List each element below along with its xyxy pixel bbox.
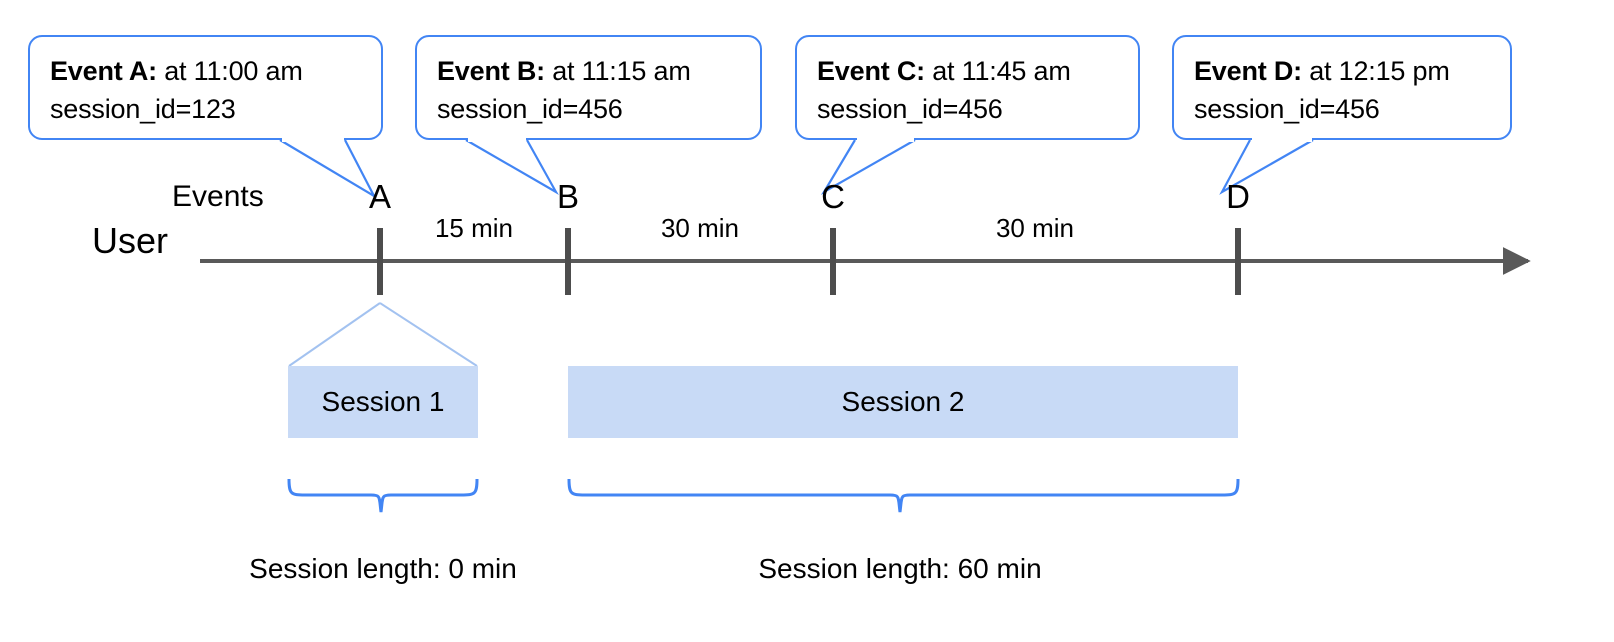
brace-session-1 — [287, 478, 479, 513]
callout-event-b-line1: Event B: at 11:15 am — [437, 56, 691, 86]
lane-label-user: User — [92, 220, 169, 261]
session-length-label-2: Session length: 60 min — [758, 553, 1042, 584]
callout-event-c-line2: session_id=456 — [817, 93, 1003, 124]
callout-event-b: Event B: at 11:15 am session_id=456 — [415, 35, 762, 140]
session-length-label-1: Session length: 0 min — [249, 553, 517, 584]
gap-label-a-b: 15 min — [434, 213, 514, 243]
callout-event-d-line1: Event D: at 12:15 pm — [1194, 56, 1450, 86]
callout-event-d-line2: session_id=456 — [1194, 93, 1380, 124]
tick-label-b: B — [556, 178, 579, 215]
session-bar-2-label: Session 2 — [841, 386, 965, 417]
callout-event-a: Event A: at 11:00 am session_id=123 — [28, 35, 383, 140]
session1-leader-left — [288, 302, 381, 367]
callout-event-c: Event C: at 11:45 am session_id=456 — [795, 35, 1140, 140]
callout-event-a-line2: session_id=123 — [50, 93, 236, 124]
tick-label-d: D — [1226, 178, 1250, 215]
tick-label-c: C — [821, 178, 845, 215]
gap-label-b-c: 30 min — [660, 213, 740, 243]
callout-event-d: Event D: at 12:15 pm session_id=456 — [1172, 35, 1512, 140]
callout-event-c-line1: Event C: at 11:45 am — [817, 56, 1071, 86]
lane-label-events: Events — [172, 180, 264, 213]
callout-event-b-line2: session_id=456 — [437, 93, 623, 124]
session-bar-2: Session 2 — [568, 366, 1238, 438]
session-bar-1-label: Session 1 — [321, 386, 445, 417]
brace-session-2 — [567, 478, 1240, 513]
callout-event-a-line1: Event A: at 11:00 am — [50, 56, 303, 86]
session-bar-1: Session 1 — [288, 366, 478, 438]
gap-label-c-d: 30 min — [995, 213, 1075, 243]
session1-leader-right — [379, 302, 478, 367]
tick-label-a: A — [368, 178, 391, 215]
